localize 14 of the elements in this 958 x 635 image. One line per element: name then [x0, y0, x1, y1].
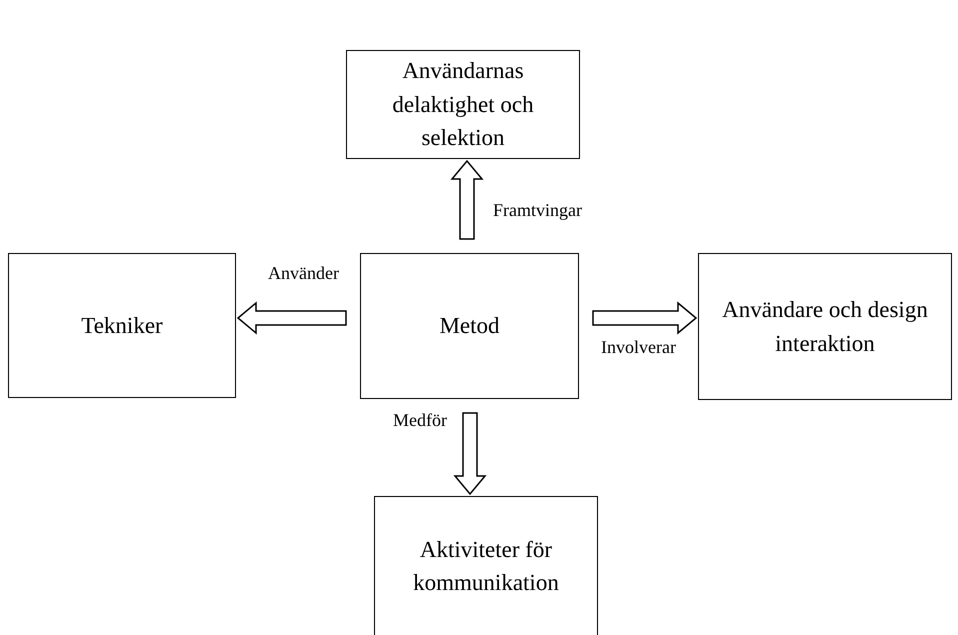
block-arrow: [592, 301, 698, 335]
box-text: Aktiviteter för kommunikation: [412, 536, 560, 597]
box-text: Användarnas delaktighet och selektion: [391, 57, 535, 152]
box-text: Metod: [438, 312, 501, 340]
box-text: Tekniker: [80, 312, 164, 340]
process-box: [8, 253, 236, 398]
block-arrow: [236, 301, 347, 335]
process-box: [374, 496, 598, 635]
block-arrow: [450, 160, 484, 240]
process-box: [360, 253, 579, 399]
box-text: Användare och design interaktion: [721, 296, 929, 358]
process-box: [346, 50, 580, 159]
process-box: [698, 253, 952, 400]
block-arrow: [453, 412, 487, 496]
